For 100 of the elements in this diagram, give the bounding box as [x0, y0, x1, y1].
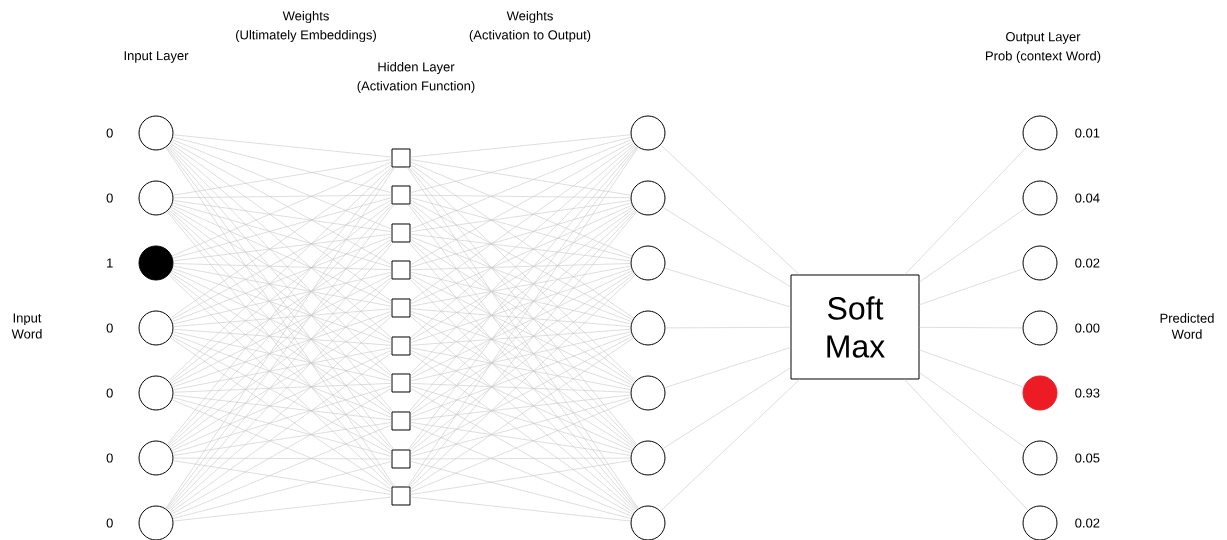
- connection-line: [410, 199, 633, 320]
- layer-heading: Prob (context Word): [986, 50, 1101, 64]
- output-neuron: [1022, 375, 1058, 411]
- connection-line: [664, 347, 791, 388]
- hidden-unit: [391, 373, 411, 393]
- neuron: [630, 440, 666, 476]
- connection-line: [173, 200, 392, 232]
- connection-line: [170, 272, 392, 416]
- connection-line: [410, 265, 632, 307]
- node-value: 0: [106, 453, 113, 463]
- node-value: 0: [106, 518, 113, 528]
- input-neuron: [138, 115, 174, 151]
- connection-line: [170, 206, 392, 341]
- connection-line: [410, 233, 631, 262]
- connection-line: [410, 328, 631, 346]
- hidden-unit: [391, 449, 411, 469]
- connection-line: [410, 461, 632, 519]
- node-value: 0: [106, 323, 113, 333]
- connection-line: [172, 268, 392, 344]
- connection-line: [410, 141, 633, 266]
- input-neuron: [138, 180, 174, 216]
- neuron: [630, 115, 666, 151]
- connection-line: [410, 313, 634, 450]
- connection-line: [172, 310, 392, 388]
- node-value: 0.01: [1075, 128, 1100, 138]
- connection-line: [171, 199, 392, 320]
- connection-line: [410, 164, 634, 319]
- connection-line: [410, 385, 632, 454]
- connection-line: [410, 352, 635, 514]
- connection-line: [410, 161, 633, 257]
- connection-line: [410, 315, 636, 512]
- connection-line: [171, 399, 392, 493]
- connection-line: [410, 310, 632, 388]
- connection-line: [410, 397, 632, 457]
- node-value: 0: [106, 388, 113, 398]
- connection-line: [410, 209, 636, 413]
- connection-line: [410, 202, 632, 268]
- hidden-unit: [391, 260, 411, 280]
- node-value: 0.04: [1075, 193, 1100, 203]
- connection-line: [173, 308, 392, 327]
- connection-line: [410, 388, 634, 515]
- connection-line: [170, 238, 392, 384]
- connection-line: [172, 331, 392, 382]
- neuron: [630, 245, 666, 281]
- hidden-unit: [391, 223, 411, 243]
- connection-line: [170, 313, 392, 450]
- hidden-unit: [391, 336, 411, 356]
- connection-line: [410, 204, 633, 305]
- node-value: 0: [106, 193, 113, 203]
- layer-heading: Weights: [282, 10, 329, 24]
- connection-line: [168, 144, 392, 339]
- connection-line: [171, 141, 392, 265]
- connection-line: [172, 461, 392, 519]
- hidden-unit: [391, 185, 411, 205]
- connection-line: [410, 144, 636, 339]
- connection-line: [410, 347, 632, 391]
- input-neuron: [138, 245, 174, 281]
- connection-line: [410, 159, 632, 196]
- node-value: 0: [106, 128, 113, 138]
- connection-line: [173, 263, 392, 271]
- connection-line: [168, 316, 392, 512]
- connection-line: [410, 460, 631, 495]
- connection-line: [173, 460, 392, 495]
- neuron: [630, 505, 666, 540]
- connection-line: [410, 238, 634, 384]
- connection-line: [173, 233, 392, 262]
- connection-line: [410, 268, 632, 344]
- connection-line: [173, 328, 392, 346]
- connection-line: [173, 194, 392, 199]
- connection-line: [173, 134, 392, 158]
- layer-heading: (Activation to Output): [469, 29, 591, 43]
- connection-line: [172, 397, 392, 457]
- connection-line: [919, 372, 1026, 449]
- input-neuron: [138, 375, 174, 411]
- connection-line: [410, 333, 632, 418]
- connection-line: [410, 272, 634, 416]
- layer-heading: Output Layer: [1006, 32, 1081, 44]
- connection-line: [410, 134, 631, 158]
- layer-heading: Predicted Word: [1160, 313, 1214, 339]
- connection-line: [410, 200, 631, 232]
- connection-line: [410, 139, 633, 230]
- connection-line: [410, 263, 631, 271]
- connection-line: [410, 331, 632, 382]
- connection-line: [410, 496, 631, 522]
- connection-line: [664, 267, 791, 308]
- connection-line: [171, 139, 392, 230]
- connection-line: [173, 422, 392, 456]
- hidden-unit: [391, 298, 411, 318]
- connection-line: [170, 388, 392, 515]
- layer-heading: Input Layer: [124, 51, 189, 63]
- connection-line: [172, 271, 392, 325]
- connection-line: [410, 337, 634, 490]
- connection-line: [410, 194, 631, 199]
- connection-line: [660, 144, 800, 275]
- connection-line: [172, 385, 392, 454]
- output-neuron: [1022, 180, 1058, 216]
- input-neuron: [138, 505, 174, 540]
- connection-line: [173, 383, 392, 393]
- layer-heading: Weights: [506, 10, 553, 24]
- node-value: 0.02: [1075, 518, 1100, 528]
